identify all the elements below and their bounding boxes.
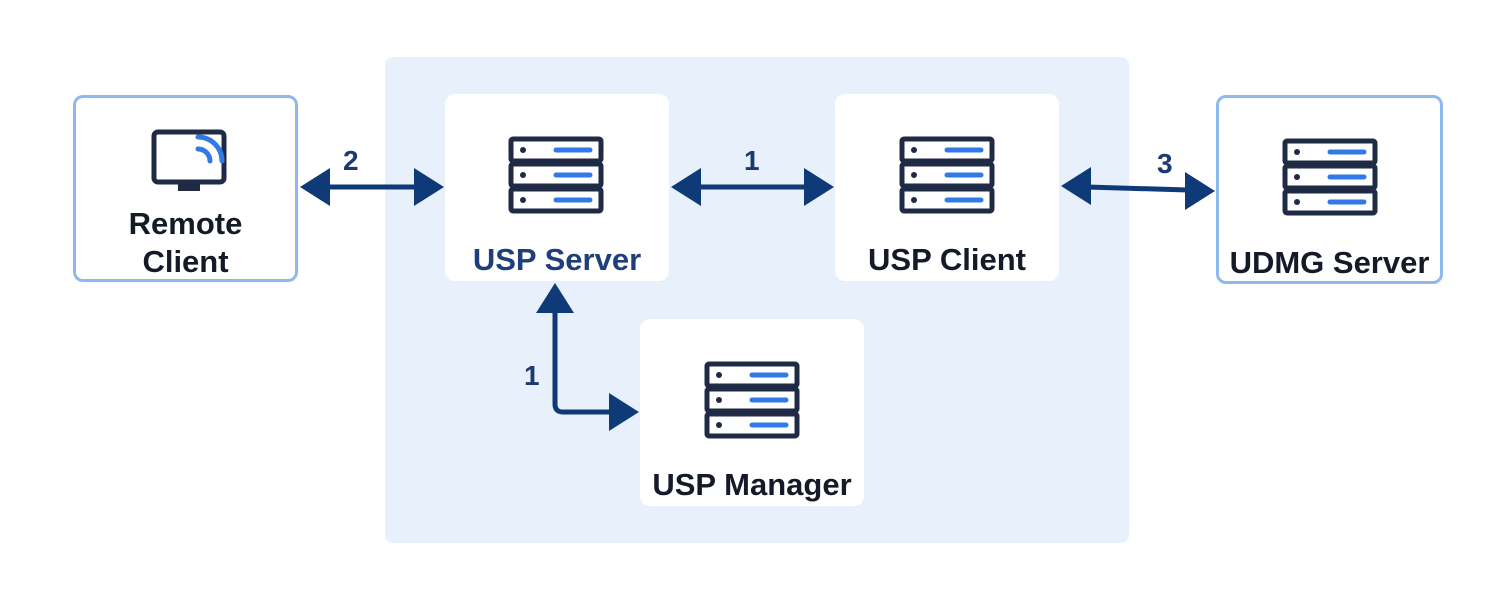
- node-usp-client[interactable]: USP Client: [835, 94, 1059, 281]
- edge-label-usp-server-usp-client: 1: [744, 145, 760, 176]
- usp-manager-label: USP Manager: [652, 467, 852, 502]
- usp-client-label: USP Client: [868, 242, 1026, 277]
- edge-label-remote-usp-server: 2: [343, 145, 359, 176]
- edge-label-usp-client-udmg: 3: [1157, 148, 1173, 179]
- node-remote-client[interactable]: Remote Client: [73, 95, 298, 282]
- udmg-server-label: UDMG Server: [1229, 245, 1430, 280]
- usp-server-label: USP Server: [472, 242, 642, 277]
- node-udmg-server[interactable]: UDMG Server: [1216, 95, 1443, 284]
- edge-usp-server-usp-client: [671, 168, 834, 206]
- node-usp-server[interactable]: USP Server: [445, 94, 669, 281]
- monitor-wifi-icon: [151, 129, 227, 191]
- node-usp-manager[interactable]: USP Manager: [640, 319, 864, 506]
- remote-client-label: Remote Client: [128, 206, 243, 279]
- edge-label-usp-server-manager: 1: [524, 360, 540, 391]
- edge-usp-client-udmg-server: [1061, 167, 1215, 210]
- edge-remote-client-usp-server: [300, 168, 444, 206]
- edge-usp-server-usp-manager: [536, 283, 639, 431]
